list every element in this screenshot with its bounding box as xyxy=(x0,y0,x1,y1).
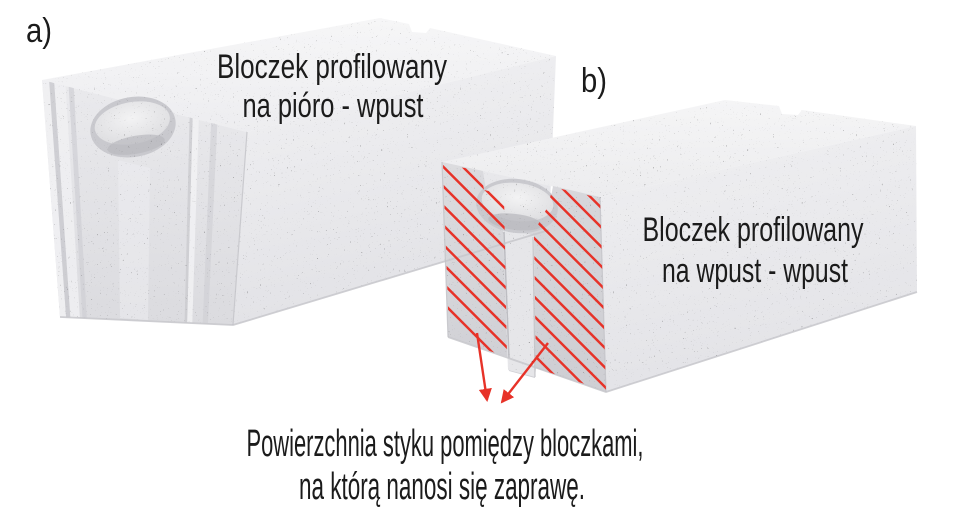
caption-arrows xyxy=(475,332,549,404)
panel-a-label: a) xyxy=(26,12,52,50)
block-a xyxy=(42,18,556,325)
panel-b-label: b) xyxy=(581,62,607,100)
groove-right-wall xyxy=(532,236,536,378)
block-a-title-line2: na pióro - wpust xyxy=(243,87,424,125)
block-b-corner-edge xyxy=(599,196,607,393)
block-b-groove-channel xyxy=(503,230,535,377)
block-a-corner-edge xyxy=(232,131,248,326)
block-b-left-edge xyxy=(441,161,449,338)
block-b xyxy=(442,100,917,392)
block-b-title-line2: na wpust - wpust xyxy=(662,252,848,290)
block-a-front-face xyxy=(233,56,556,325)
caption-line1: Powierzchnia styku pomiędzy bloczkami, xyxy=(247,423,644,465)
block-a-top-face xyxy=(42,18,556,132)
arrow-right-icon xyxy=(500,342,549,404)
caption-line2: na którą nanosi się zaprawę. xyxy=(299,466,585,508)
groove-left-wall xyxy=(503,231,510,359)
arrow-left-icon xyxy=(475,332,492,402)
block-a-profile-stripes xyxy=(42,80,218,324)
block-b-side-face xyxy=(600,126,917,392)
block-b-top-face xyxy=(442,100,916,197)
block-a-grip-pocket xyxy=(90,96,176,158)
block-b-title-line1: Bloczek profilowany xyxy=(643,211,864,249)
block-a-title-line1: Bloczek profilowany xyxy=(217,48,447,86)
blocks-group xyxy=(42,18,917,392)
